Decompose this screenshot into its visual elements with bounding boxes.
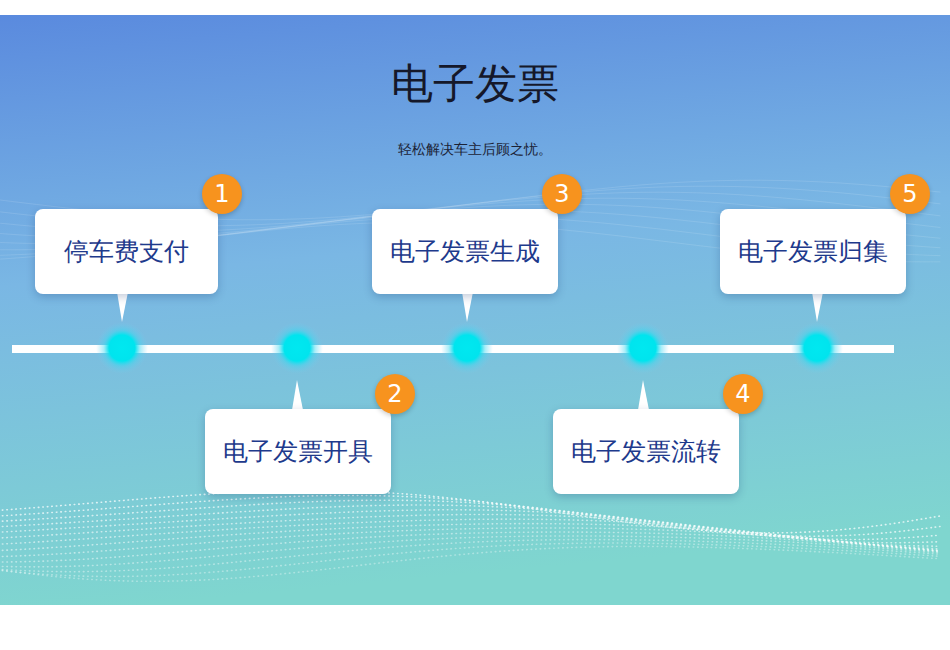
- timeline-dots: [96, 322, 843, 374]
- wave-dots: [0, 524, 940, 552]
- step-label: 电子发票归集: [724, 235, 902, 268]
- step-label: 电子发票流转: [557, 435, 735, 468]
- callout-number: 1: [202, 174, 242, 214]
- step-box: 停车费支付: [35, 209, 218, 294]
- page-subtitle: 轻松解决车主后顾之忧。: [0, 141, 950, 159]
- page-title: 电子发票: [0, 56, 950, 112]
- callout-number: 3: [542, 174, 582, 214]
- step-box: 电子发票流转: [553, 409, 739, 494]
- background-panel: [0, 15, 950, 605]
- step-label: 停车费支付: [50, 235, 203, 268]
- step-label: 电子发票生成: [376, 235, 554, 268]
- wave-dots: [0, 495, 940, 536]
- dotted-waves: [0, 180, 940, 581]
- wave-dots: [0, 540, 940, 572]
- wave-dots: [0, 515, 940, 549]
- callout-number: 4: [723, 374, 763, 414]
- wave-dots: [0, 491, 940, 533]
- step-label: 电子发票开具: [209, 435, 387, 468]
- callout-pointers: [117, 292, 823, 410]
- wave-dots: [0, 505, 940, 543]
- step-box: 电子发票归集: [720, 209, 906, 294]
- wave-dots: [0, 536, 940, 567]
- wave-dots: [0, 510, 940, 546]
- wave-dots: [0, 532, 940, 562]
- callout-number: 5: [890, 174, 930, 214]
- callout-number: 2: [375, 374, 415, 414]
- wave-dots: [0, 528, 940, 557]
- step-box: 电子发票生成: [372, 209, 558, 294]
- step-box: 电子发票开具: [205, 409, 391, 494]
